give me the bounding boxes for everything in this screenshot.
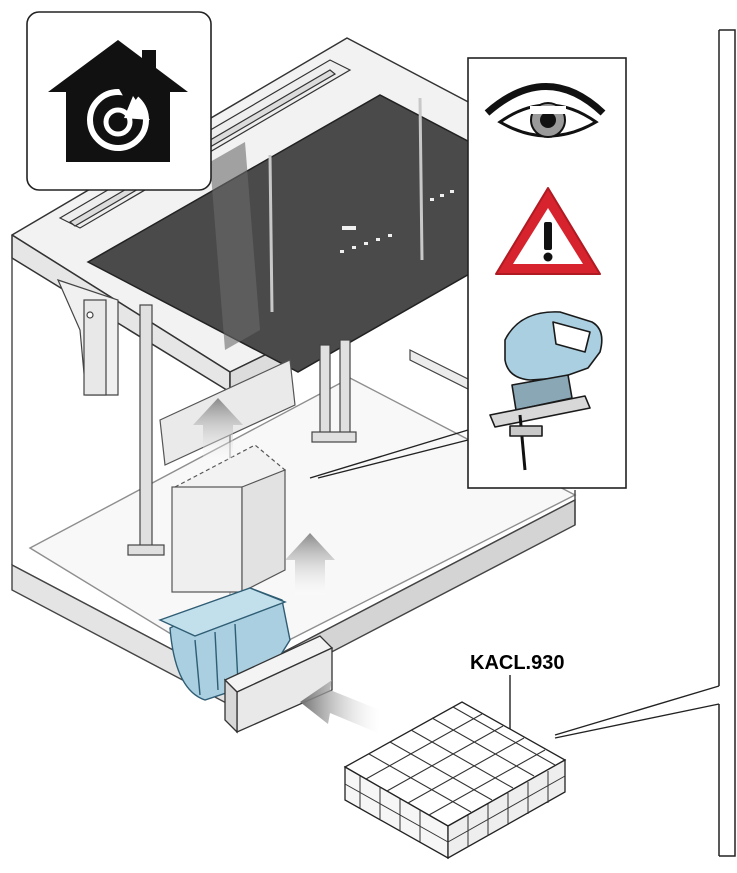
callout-pointer <box>309 429 469 479</box>
motor-unit <box>56 279 119 396</box>
replacement-filter-kacl930 <box>343 701 567 860</box>
plinth-inlet <box>223 635 334 734</box>
side-bracket <box>718 29 736 857</box>
support-legs <box>127 304 357 556</box>
side-rail <box>409 349 471 391</box>
filter-leader <box>509 675 720 739</box>
filter-model-label: KACL.930 <box>470 652 565 674</box>
jigsaw-icon <box>489 311 603 471</box>
eye-inspect-icon <box>484 83 606 138</box>
house-recirculation-icon <box>26 11 212 191</box>
airflow-arrows <box>193 398 380 733</box>
warning-triangle-icon <box>495 187 601 275</box>
cooktop <box>86 94 592 373</box>
